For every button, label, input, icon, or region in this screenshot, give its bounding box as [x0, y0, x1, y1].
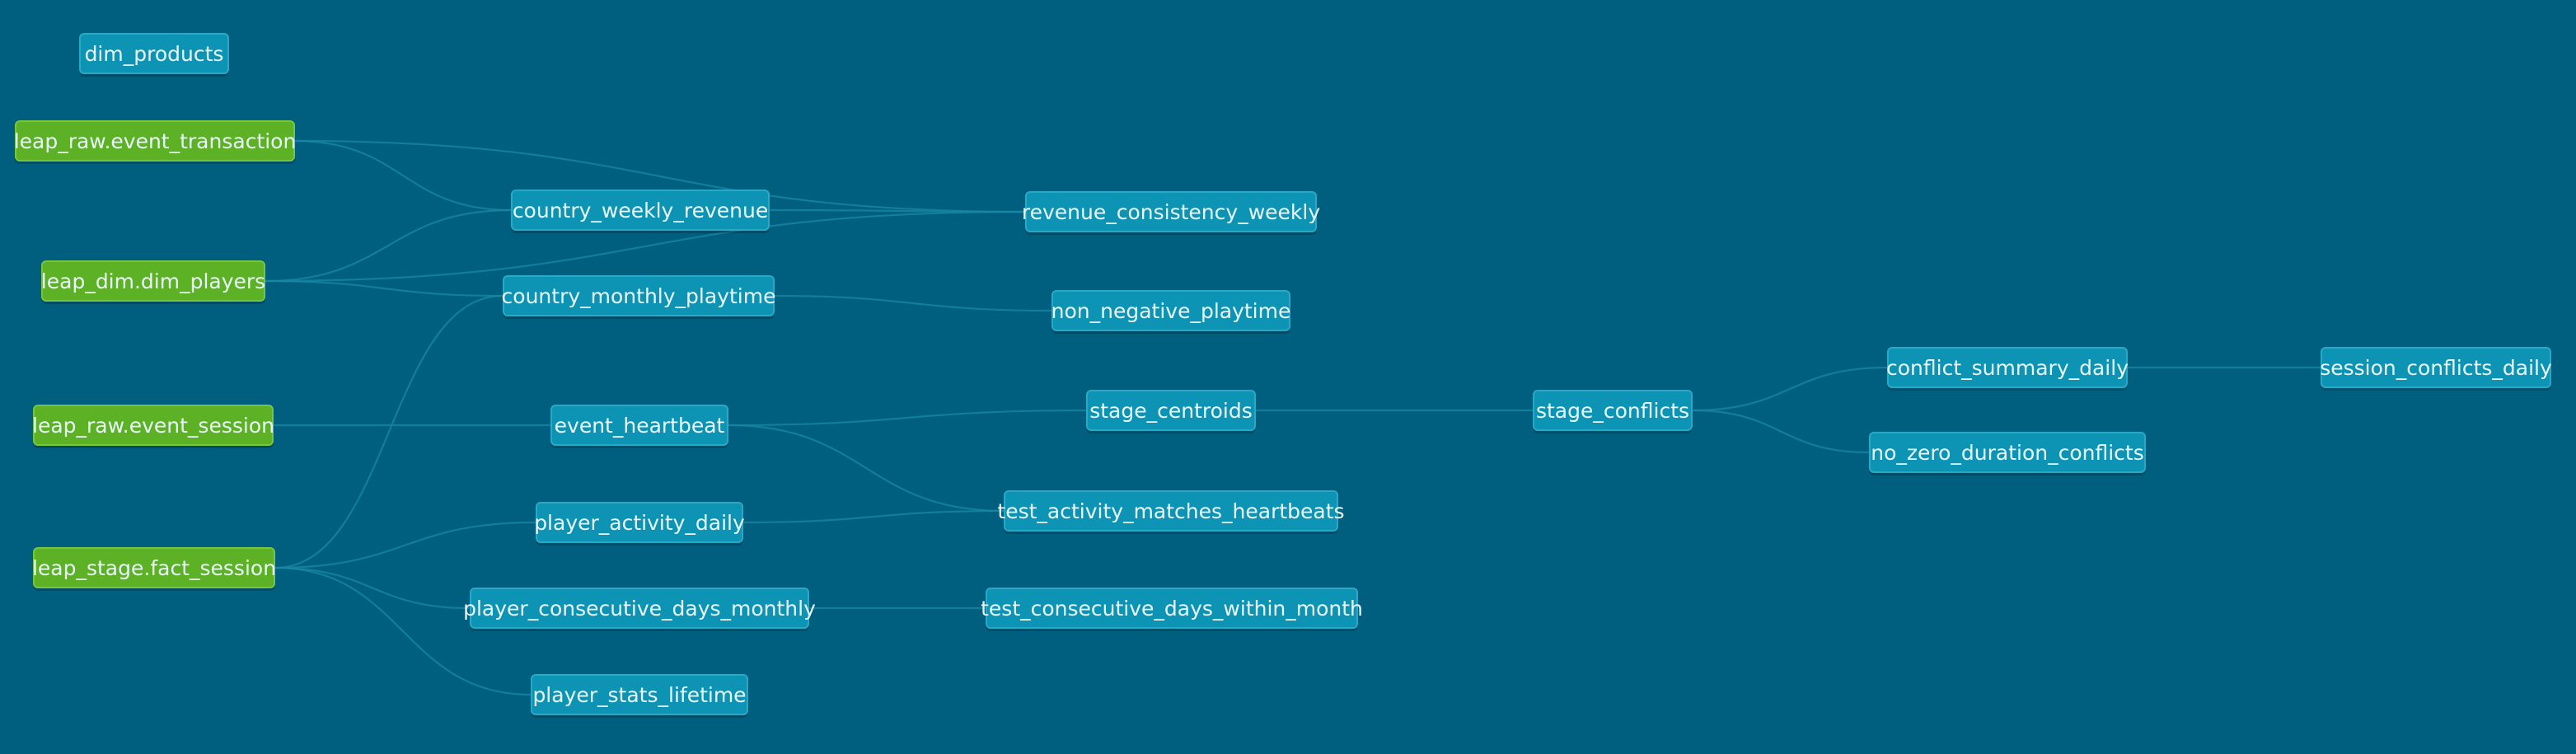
node-country-monthly-playtime[interactable]: country_monthly_playtime [502, 275, 775, 316]
edge-leap-raw-event-transaction-to-country-weekly-revenue [294, 139, 512, 212]
node-revenue-consistency-weekly[interactable]: revenue_consistency_weekly [1022, 191, 1320, 232]
node-leap-raw-event-session[interactable]: leap_raw.event_session [32, 405, 274, 446]
node-leap-dim-dim-players[interactable]: leap_dim.dim_players [41, 260, 265, 302]
edge-leap-stage-fact-session-to-player-stats-lifetime [274, 566, 532, 696]
node-country-weekly-revenue[interactable]: country_weekly_revenue [511, 190, 770, 231]
edge-leap-stage-fact-session-to-player-consecutive-days-monthly [274, 566, 471, 610]
edge-country-monthly-playtime-to-non-negative-playtime [774, 294, 1052, 312]
node-player-activity-daily[interactable]: player_activity_daily [534, 502, 745, 543]
edge-leap-dim-dim-players-to-country-weekly-revenue [265, 208, 512, 283]
node-dim-products[interactable]: dim_products [79, 33, 229, 74]
edge-stage-conflicts-to-conflict-summary-daily [1692, 366, 1888, 412]
node-player-consecutive-days-monthly[interactable]: player_consecutive_days_monthly [463, 588, 816, 629]
edge-leap-dim-dim-players-to-revenue-consistency-weekly [265, 210, 1026, 283]
node-stage-centroids[interactable]: stage_centroids [1086, 390, 1256, 431]
node-conflict-summary-daily[interactable]: conflict_summary_daily [1886, 347, 2129, 388]
node-leap-stage-fact-session[interactable]: leap_stage.fact_session [32, 547, 276, 588]
edge-player-activity-daily-to-test-activity-matches-heartbeats [742, 509, 1005, 524]
node-non-negative-playtime[interactable]: non_negative_playtime [1051, 290, 1290, 331]
node-test-consecutive-days-within-month[interactable]: test_consecutive_days_within_month [981, 588, 1363, 629]
edge-leap-raw-event-transaction-to-revenue-consistency-weekly [294, 139, 1026, 213]
edge-leap-stage-fact-session-to-country-monthly-playtime [274, 294, 503, 569]
node-event-heartbeat[interactable]: event_heartbeat [550, 405, 728, 446]
node-player-stats-lifetime[interactable]: player_stats_lifetime [531, 674, 748, 715]
edge-leap-stage-fact-session-to-player-activity-daily [274, 521, 536, 569]
edge-event-heartbeat-to-test-activity-matches-heartbeats [728, 424, 1005, 513]
node-session-conflicts-daily[interactable]: session_conflicts_daily [2320, 347, 2552, 388]
edge-event-heartbeat-to-stage-centroids [728, 409, 1087, 427]
edge-country-weekly-revenue-to-revenue-consistency-weekly [769, 208, 1026, 213]
node-no-zero-duration-conflicts[interactable]: no_zero_duration_conflicts [1869, 432, 2146, 473]
node-stage-conflicts[interactable]: stage_conflicts [1533, 390, 1693, 431]
edge-stage-conflicts-to-no-zero-duration-conflicts [1692, 409, 1870, 454]
node-leap-raw-event-transaction[interactable]: leap_raw.event_transaction [14, 120, 296, 162]
node-test-activity-matches-heartbeats[interactable]: test_activity_matches_heartbeats [997, 490, 1345, 532]
edge-leap-dim-dim-players-to-country-monthly-playtime [265, 279, 503, 297]
